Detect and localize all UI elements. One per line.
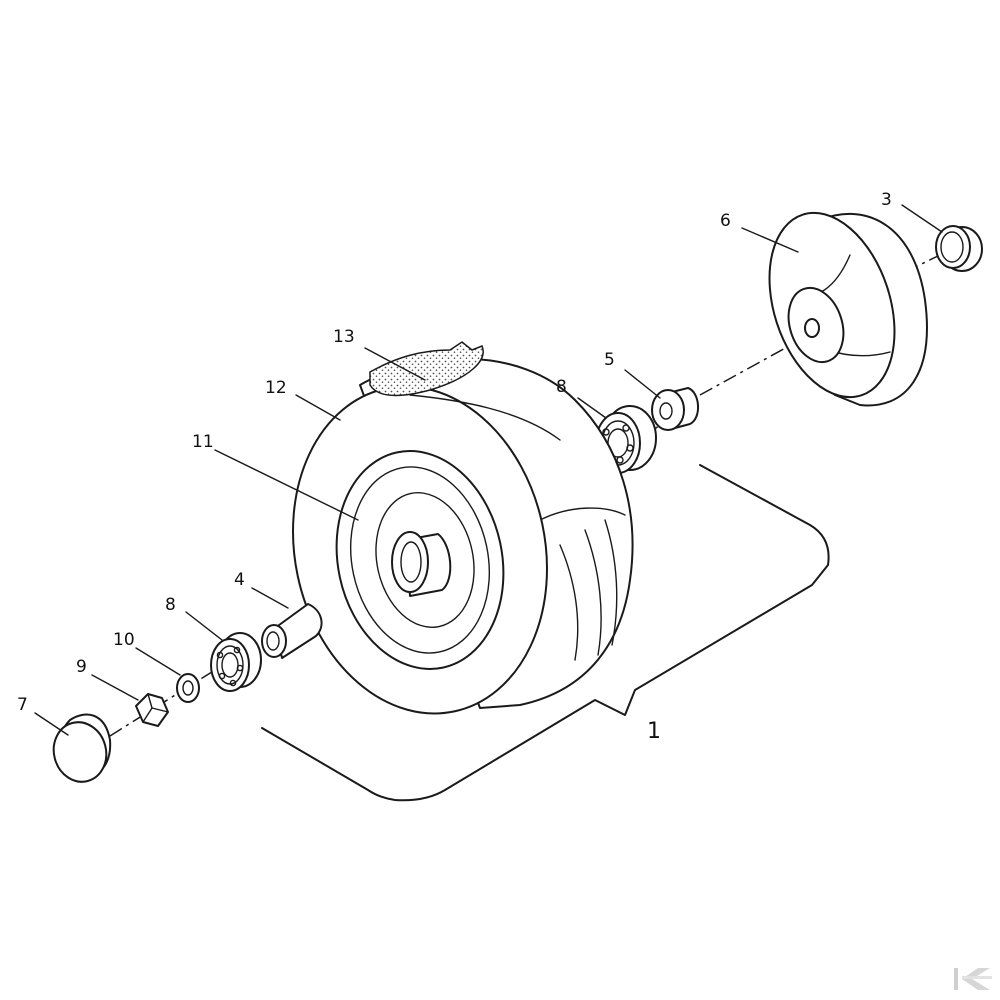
washer-part-10	[176, 673, 200, 703]
leader-line-7	[34, 712, 69, 736]
leader-line-12	[295, 394, 341, 421]
callout-5: 5	[604, 350, 615, 370]
callout-8-right: 8	[556, 377, 567, 397]
leader-line-11	[214, 449, 359, 521]
tread-cutaway-part-13	[369, 341, 484, 397]
callout-1: 1	[647, 719, 661, 744]
leader-line-6	[741, 227, 799, 253]
leader-line-13	[364, 347, 426, 381]
leader-line-8-left	[185, 611, 223, 641]
leader-line-5	[624, 369, 661, 399]
callout-8-left: 8	[165, 595, 176, 615]
callout-11: 11	[192, 432, 214, 452]
spacer-tube-part-4	[261, 603, 323, 659]
brand-k-logo-icon	[954, 968, 992, 990]
callout-10: 10	[113, 630, 135, 650]
assembly-bracket-line	[261, 464, 830, 802]
bushing-part-5	[651, 387, 699, 431]
callout-4: 4	[234, 570, 245, 590]
callout-7: 7	[17, 695, 28, 715]
callout-12: 12	[265, 378, 287, 398]
axle-centerline	[699, 339, 801, 396]
leader-line-4	[251, 587, 289, 609]
callout-9: 9	[76, 657, 87, 677]
callout-3: 3	[881, 190, 892, 210]
bearing-part-8-left	[210, 632, 262, 692]
rim-part-11	[335, 450, 505, 670]
leader-line-10	[135, 647, 181, 676]
leader-line-3	[901, 204, 943, 233]
leader-line-8-right	[577, 397, 607, 419]
callout-13: 13	[333, 327, 355, 347]
dome-cap-part-7	[52, 713, 112, 783]
cap-part-3	[935, 225, 983, 272]
hex-nut-part-9	[135, 693, 169, 727]
callout-6: 6	[720, 211, 731, 231]
rim-half-part-6	[768, 211, 928, 407]
leader-line-9	[91, 674, 139, 701]
